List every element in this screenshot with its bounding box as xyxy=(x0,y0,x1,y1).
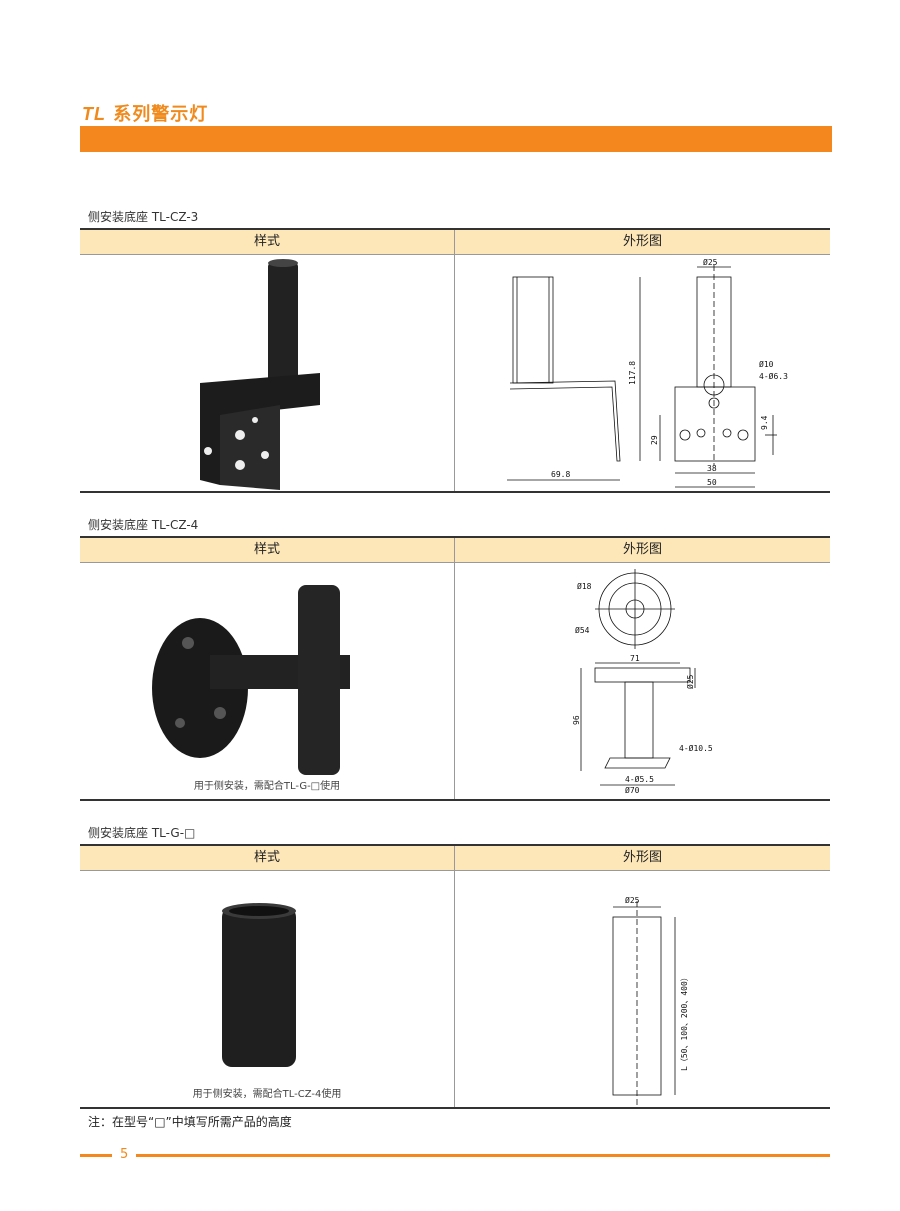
dim-d10: Ø10 xyxy=(759,359,774,369)
dim-d70: Ø70 xyxy=(625,785,640,795)
col-header-style: 样式 xyxy=(80,538,455,562)
footnote: 注：在型号“□”中填写所需产品的高度 xyxy=(88,1115,292,1129)
col-header-outline: 外形图 xyxy=(622,234,662,249)
footer-rule-right xyxy=(136,1154,830,1157)
dim-d54: Ø54 xyxy=(575,625,590,635)
cz4-photo xyxy=(152,585,350,775)
dim-holes1: 4-Ø10.5 xyxy=(679,743,713,753)
cz3-outline-drawing: Ø25 Ø10 4-Ø6.3 117.8 69.8 29 9.4 38 50 xyxy=(507,257,788,488)
dim-length: L（50、100、200、400） xyxy=(680,973,689,1071)
col-header-outline: 外形图 xyxy=(622,542,662,557)
outline-cell: Ø25 L（50、100、200、400） xyxy=(455,871,830,1107)
page-header-title: TL 系列警示灯 xyxy=(82,100,208,126)
g-photo xyxy=(222,903,296,1067)
table-cz3: 样式 外形图 xyxy=(80,228,830,493)
dim-h29: 29 xyxy=(650,435,659,445)
dim-d18: Ø18 xyxy=(577,581,592,591)
dim-height: 117.8 xyxy=(628,361,637,385)
dim-holes: 4-Ø6.3 xyxy=(759,371,788,381)
dim-width: 69.8 xyxy=(551,470,570,479)
dim-h94: 9.4 xyxy=(760,415,769,430)
section-caption-g: 侧安装底座 TL-G-□ xyxy=(88,826,196,840)
photo-cell: 用于侧安装，需配合TL-G-□使用 xyxy=(80,563,455,799)
dim-w71: 71 xyxy=(630,654,640,663)
page-number: 5 xyxy=(120,1147,129,1162)
brand-text: TL xyxy=(82,104,106,124)
dim-holes2: 4-Ø5.5 xyxy=(625,774,654,784)
photo-cell: 用于侧安装，需配合TL-CZ-4使用 xyxy=(80,871,455,1107)
table-cz4: 样式 外形图 用于侧安装，需配合TL-G-□使用 xyxy=(80,536,830,801)
table-g: 样式 外形图 用于侧安装，需配合TL-CZ-4使用 Ø25 L（50、100、2… xyxy=(80,844,830,1109)
col-header-outline: 外形图 xyxy=(622,850,662,865)
header-bar xyxy=(80,126,832,152)
cz3-photo xyxy=(200,259,320,490)
col-header-style: 样式 xyxy=(80,846,455,870)
dim-d25: Ø25 xyxy=(703,257,718,267)
dim-d25: Ø25 xyxy=(685,674,695,689)
footer-rule-left xyxy=(80,1154,112,1157)
g-outline-drawing: Ø25 L（50、100、200、400） xyxy=(612,895,689,1107)
outline-cell: Ø25 Ø10 4-Ø6.3 117.8 69.8 29 9.4 38 50 xyxy=(455,255,830,491)
dim-h96: 96 xyxy=(572,715,581,725)
photo-note: 用于侧安装，需配合TL-CZ-4使用 xyxy=(192,1089,342,1100)
section-caption-cz3: 侧安装底座 TL-CZ-3 xyxy=(88,210,199,224)
dim-d25: Ø25 xyxy=(625,895,640,905)
outline-cell: Ø18 Ø54 71 Ø25 96 4-Ø10.5 4-Ø5.5 Ø70 xyxy=(455,563,830,799)
cz4-outline-drawing: Ø18 Ø54 71 Ø25 96 4-Ø10.5 4-Ø5.5 Ø70 xyxy=(572,569,713,795)
col-header-style: 样式 xyxy=(80,230,455,254)
section-caption-cz4: 侧安装底座 TL-CZ-4 xyxy=(88,518,199,532)
dim-w38: 38 xyxy=(707,464,717,473)
dim-w50: 50 xyxy=(707,478,717,487)
photo-note: 用于侧安装，需配合TL-G-□使用 xyxy=(193,781,341,792)
photo-cell xyxy=(80,255,455,491)
series-title: 系列警示灯 xyxy=(106,104,209,125)
